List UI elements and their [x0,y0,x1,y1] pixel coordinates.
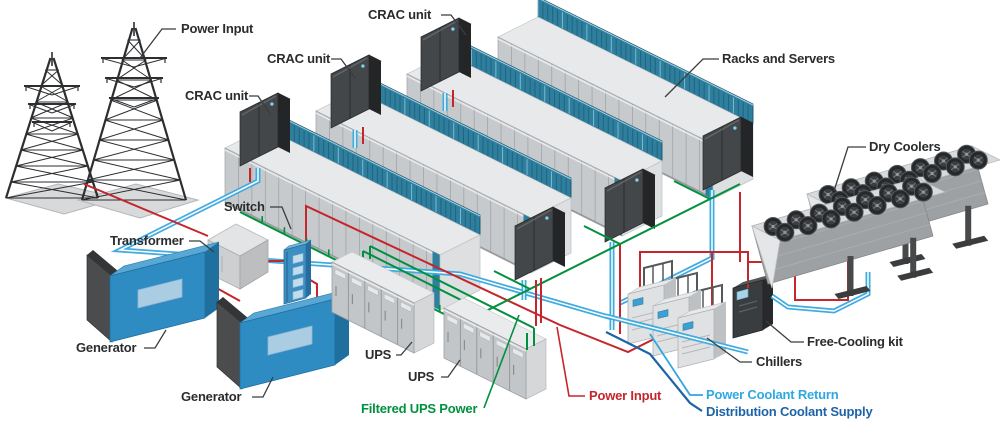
label-crac-unit-3: CRAC unit [185,88,249,103]
transmission-towers [4,22,200,219]
label-ups-1: UPS [365,347,392,362]
label-generator-1: Generator [76,340,137,355]
label-power-input-bottom: Power Input [589,388,662,403]
label-power-input-top: Power Input [181,21,254,36]
generator [86,241,220,343]
label-distribution-coolant-supply: Distribution Coolant Supply [706,404,873,419]
switch-cabinet [283,239,312,305]
crac-unit [330,54,382,129]
rack-rows [224,0,754,311]
label-leaders [139,14,866,409]
crac-unit [702,116,754,191]
label-generator-2: Generator [181,389,242,404]
free-cooling-kit [732,272,871,339]
dry-cooler [750,176,947,299]
transmission-tower [4,52,100,199]
label-filtered-ups-power: Filtered UPS Power [361,401,478,416]
label-chillers: Chillers [756,354,803,369]
label-racks-and-servers: Racks and Servers [722,51,835,66]
label-ups-2: UPS [408,369,435,384]
crac-unit [604,168,656,243]
label-power-coolant-return: Power Coolant Return [706,387,839,402]
label-crac-unit-2: CRAC unit [267,51,331,66]
generator [216,288,350,390]
chillers [605,259,749,412]
label-switch: Switch [224,199,265,214]
crac-unit [514,206,566,281]
label-transformer: Transformer [110,233,184,248]
ups-unit [443,297,547,400]
ups-unit [331,251,435,354]
crac-unit [420,17,472,92]
label-free-cooling-kit: Free-Cooling kit [807,334,903,349]
label-crac-unit-1: CRAC unit [368,7,432,22]
label-dry-coolers: Dry Coolers [869,139,941,154]
transmission-tower [80,22,188,201]
ups-feed-lines [526,278,542,350]
